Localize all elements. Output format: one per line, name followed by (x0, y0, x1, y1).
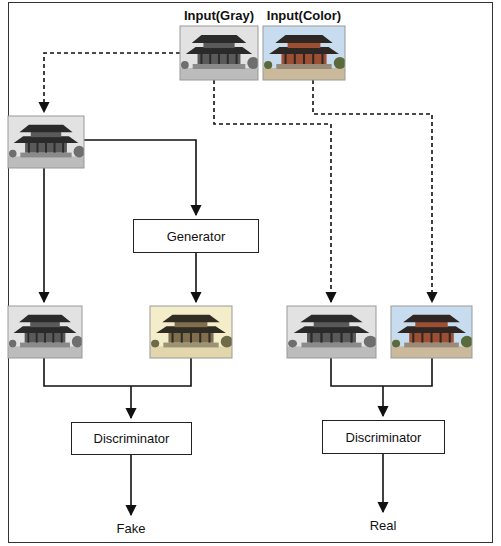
figure-frame (9, 3, 493, 543)
generated-photo (150, 306, 233, 358)
generator-box: Generator (133, 219, 259, 253)
color-photo (391, 306, 473, 358)
gray-photo (180, 26, 259, 80)
discriminator-box: Discriminator (71, 422, 192, 455)
box-label: Discriminator (94, 431, 170, 446)
gray-photo (8, 306, 83, 358)
input-caption: Input(Color) (266, 8, 342, 23)
color-photo (263, 26, 346, 80)
output-label: Fake (116, 521, 147, 536)
discriminator-box: Discriminator (322, 420, 445, 454)
box-label: Discriminator (346, 430, 422, 445)
output-label: Real (369, 518, 398, 533)
box-label: Generator (167, 229, 226, 244)
gray-photo (8, 116, 85, 168)
gray-photo (287, 306, 377, 358)
input-caption: Input(Gray) (183, 8, 255, 23)
